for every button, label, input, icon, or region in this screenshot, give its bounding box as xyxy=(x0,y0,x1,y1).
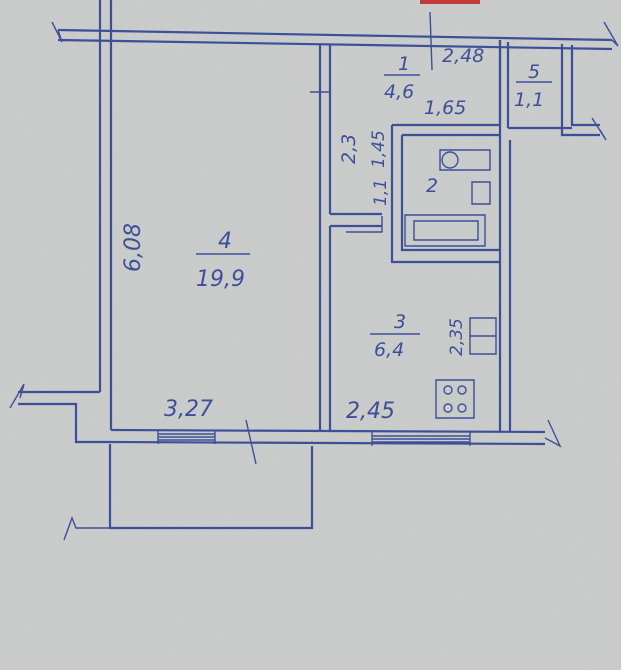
bathroom-walls xyxy=(390,123,500,264)
walls-layer xyxy=(9,0,619,541)
stove-burner xyxy=(443,385,453,395)
outer-wall-top xyxy=(57,28,613,51)
room-5-number: 5 xyxy=(528,61,540,83)
stove-fixture xyxy=(435,379,475,419)
outer-wall-bottom xyxy=(109,428,546,446)
dim-room4-height: 6,08 xyxy=(121,223,146,272)
break-line-top-left xyxy=(51,21,63,43)
labels-layer: 4 19,9 1 4,6 2 3 6,4 5 1,1 6,08 3,27 2,4… xyxy=(121,45,544,424)
window-room4 xyxy=(157,430,216,444)
outer-wall-left xyxy=(98,0,113,430)
niche-walls xyxy=(498,40,600,137)
red-stamp-fragment xyxy=(420,0,480,4)
dim-room3-width: 2,45 xyxy=(346,399,395,424)
dim-hall-niche: 1,1 xyxy=(371,179,391,206)
room-2-number: 2 xyxy=(426,175,438,197)
dim-room3-height: 2,35 xyxy=(447,318,467,356)
room-1-area: 4,6 xyxy=(384,81,414,103)
stove-burner xyxy=(457,403,467,413)
balcony-break-line xyxy=(63,516,110,541)
dim-hall-height: 2,3 xyxy=(338,134,360,164)
room-1-number: 1 xyxy=(398,53,410,75)
break-line-left xyxy=(9,383,25,409)
break-line-right xyxy=(544,419,562,448)
room-5-area: 1,1 xyxy=(514,89,544,111)
toilet-fixture xyxy=(439,149,491,171)
room-3-number: 3 xyxy=(394,311,406,333)
dim-bath-height: 1,45 xyxy=(369,130,389,168)
stove-burner xyxy=(443,403,453,413)
break-line-niche xyxy=(591,117,607,141)
dim-room4-width: 3,27 xyxy=(164,397,213,422)
room-4-area: 19,9 xyxy=(196,267,245,292)
balcony-stub-left xyxy=(18,390,110,444)
room-3-area: 6,4 xyxy=(374,339,404,361)
dim-bath-width: 1,65 xyxy=(424,97,466,119)
stove-burner xyxy=(457,385,467,395)
sink-fixture xyxy=(471,181,491,205)
dimension-line-hall xyxy=(245,11,433,465)
dim-hall-width: 2,48 xyxy=(442,45,484,67)
partition-hall-kitchen xyxy=(330,212,382,228)
kitchen-sink-fixture xyxy=(469,317,497,355)
room-4-number: 4 xyxy=(218,229,232,254)
break-line-top-right xyxy=(603,21,619,47)
window-kitchen xyxy=(371,432,471,446)
bathtub-fixture xyxy=(404,214,486,247)
partition-room4 xyxy=(318,44,332,430)
balcony-outline xyxy=(108,444,314,530)
